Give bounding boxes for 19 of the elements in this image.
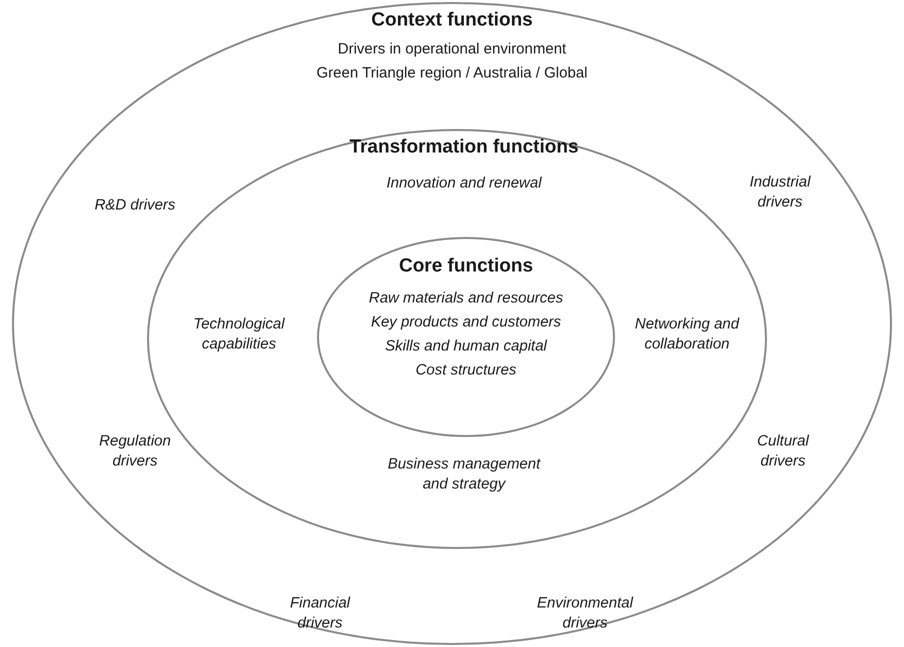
label-text: Raw materials and resources [368,288,564,308]
heading: Transformation functions [349,136,579,160]
label-text: Cultural drivers [756,432,810,470]
label-text: Green Triangle region / Australia / Global [316,63,588,83]
label-text: Industrial drivers [748,172,812,212]
label-text: Innovation and renewal [386,173,542,193]
label-text: Key products and customers [370,312,562,332]
label-text: Networking and collaboration [634,314,740,354]
label-text: Drivers in operational environment [338,39,566,59]
label-text: Environmental drivers [536,594,634,632]
heading: Core functions [398,254,534,279]
label-text: Technological capabilities [192,314,286,354]
label-text: Regulation drivers [98,432,172,470]
label-text: Skills and human capital [385,336,547,356]
label-text: R&D drivers [94,195,176,215]
label-text: Cost structures [416,360,516,380]
label-text: Business management and strategy [386,454,542,494]
heading: Context functions [371,8,533,33]
label-text: Financial drivers [288,594,352,632]
